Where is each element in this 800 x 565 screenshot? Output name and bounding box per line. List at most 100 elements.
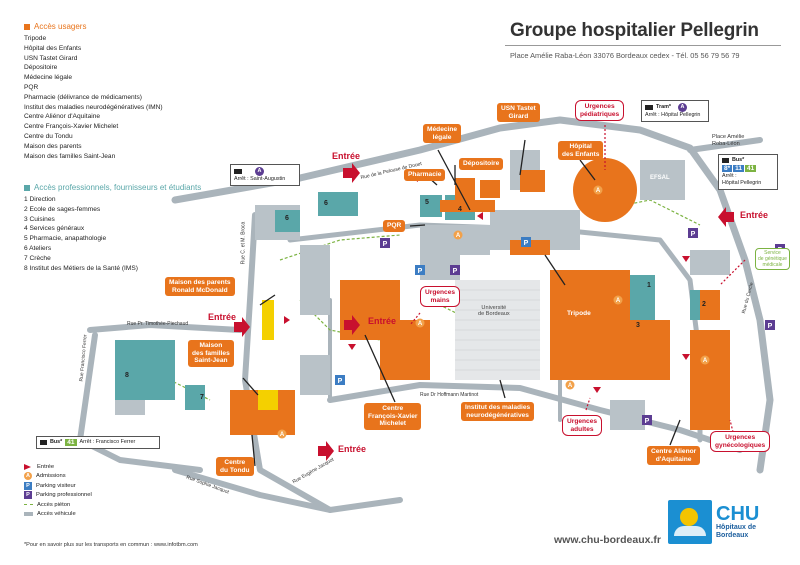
tram-box-top: Tram* A Arrêt : Hôpital Pellegrin <box>641 100 709 122</box>
svg-text:P: P <box>383 241 388 248</box>
svg-text:P: P <box>338 378 343 385</box>
svg-text:A: A <box>568 383 573 389</box>
label-usn[interactable]: USN Tastet Girard <box>497 103 540 123</box>
label-genetique: Service de génétique médicale <box>755 248 790 270</box>
line-a-icon: A <box>255 167 264 176</box>
label-pqr[interactable]: PQR <box>383 220 406 232</box>
entree-label-left: Entrée <box>208 312 237 322</box>
bus-right-stop: Arrêt : Hôpital Pellegrin <box>722 173 762 186</box>
bus-line-41: 41 <box>745 165 757 172</box>
legend-users-item: Centre François-Xavier Michelet <box>24 123 119 131</box>
number-2: 2 <box>702 301 706 308</box>
legend-vehicule: Accès véhicule <box>37 511 76 518</box>
legend-parking-visiteur: Parking visiteur <box>36 482 76 489</box>
label-tondu[interactable]: Centre du Tondu <box>216 457 254 477</box>
bus-icon <box>722 158 729 163</box>
legend-users-item: Institut des maladies neurodégénératives… <box>24 103 163 111</box>
legend-users-item: Centre Aliénor d'Aquitaine <box>24 113 101 121</box>
legend-users-heading: Accès usagers <box>34 22 87 31</box>
svg-text:A: A <box>616 298 621 304</box>
tram-label: Tram* <box>656 104 671 110</box>
svg-text:A: A <box>456 233 461 239</box>
legend-users-item: Maison des parents <box>24 142 82 150</box>
legend-users-item: Centre du Tondu <box>24 132 73 140</box>
label-imn[interactable]: Institut des maladies neurodégénératives <box>461 402 535 422</box>
title-rule <box>505 45 781 46</box>
bus-line-11: 11 <box>733 165 745 172</box>
label-urgences-gynecologiques[interactable]: Urgences gynécologiques <box>710 431 771 453</box>
label-urgences-mains[interactable]: Urgences mains <box>420 286 461 308</box>
entree-arrow-icon <box>24 463 31 470</box>
label-fxm[interactable]: Centre François-Xavier Michelet <box>364 403 422 430</box>
label-medecine-legale[interactable]: Médecine légale <box>423 124 462 144</box>
number-7: 7 <box>200 394 204 401</box>
label-tripode[interactable]: Tripode <box>563 308 595 320</box>
road-ferrer <box>77 332 203 473</box>
legend-pro-item: 2 Ecole de sages-femmes <box>24 205 101 213</box>
website-link[interactable]: www.chu-bordeaux.fr <box>554 534 661 546</box>
legend-pro-item: 7 Crèche <box>24 254 51 262</box>
vehicle-bar-icon <box>24 512 33 517</box>
bus-icon <box>40 440 47 445</box>
road-jacquot <box>172 467 403 513</box>
red-leader-lines <box>409 125 746 441</box>
legend-pro: Accès professionnels, fournisseurs et ét… <box>24 183 244 273</box>
label-urgences-pediatriques[interactable]: Urgences pédiatriques <box>575 100 625 122</box>
label-efsal: EFSAL <box>650 175 670 181</box>
chu-logo: CHU Hôpitaux de Bordeaux <box>668 500 759 544</box>
label-universite: Université de Bordeaux <box>478 305 510 317</box>
legend-pro-item: 1 Direction <box>24 196 56 203</box>
legend-pro-heading: Accès professionnels, fournisseurs et ét… <box>34 183 202 192</box>
svg-text:P: P <box>691 231 696 238</box>
bus-label: Bus* <box>732 157 745 163</box>
entree-label-top: Entrée <box>332 151 361 161</box>
road-north <box>171 116 774 474</box>
number-3: 3 <box>636 322 640 329</box>
parking-pro-icon: P <box>24 491 32 500</box>
road-label-broca: Rue C. et M. Broca <box>240 221 247 265</box>
parking-visitor-icon: P <box>24 481 32 490</box>
legend-admissions: Admissions <box>36 473 66 480</box>
label-urgences-adultes[interactable]: Urgences adultes <box>562 415 603 437</box>
label-pharmacie[interactable]: Pharmacie <box>404 169 446 181</box>
bus-left-stop: Arrêt : Francisco Ferrer <box>79 439 136 445</box>
tram-left-stop: Arrêt : Saint-Augustin <box>234 176 286 182</box>
legend-users-item: Maison des familles Saint-Jean <box>24 152 116 160</box>
chu-emblem-icon <box>668 500 712 544</box>
legend-users-item: Pharmacie (délivrance de médicaments) <box>24 93 143 101</box>
legend-pieton: Accès piéton <box>37 501 71 508</box>
label-maison-familles[interactable]: Maison des familles Saint-Jean <box>188 340 234 367</box>
tram-stop: Arrêt : Hôpital Pellegrin <box>645 112 701 118</box>
road-southwest <box>87 322 243 333</box>
legend-users-item: Tripode <box>24 35 47 42</box>
entree-label-bottom: Entrée <box>338 444 367 454</box>
legend-users-item: PQR <box>24 83 39 91</box>
chu-logo-text: CHU <box>716 503 760 525</box>
number-4: 4 <box>458 206 462 213</box>
legend-pro-item: 6 Ateliers <box>24 244 52 252</box>
legend-users-item: Médecine légale <box>24 74 73 82</box>
bus-line-41: 41 <box>65 439 77 446</box>
address: Place Amélie Raba-Léon 33076 Bordeaux ce… <box>510 51 740 60</box>
teal-square-icon <box>24 184 30 191</box>
legend-pro-item: 4 Services généraux <box>24 225 85 233</box>
label-hopital-enfants[interactable]: Hôpital des Enfants <box>558 141 604 161</box>
line-a-icon: A <box>677 103 687 112</box>
label-maison-parents[interactable]: Maison des parents Ronald McDonald <box>165 277 235 297</box>
label-depositoire[interactable]: Dépositoire <box>459 158 504 170</box>
svg-text:A: A <box>703 358 708 364</box>
number-5: 5 <box>425 199 429 206</box>
pedestrian-dash-icon <box>24 504 33 506</box>
entree-label-mid: Entrée <box>368 316 397 326</box>
number-6-right: 6 <box>324 200 328 207</box>
label-alienor[interactable]: Centre Alienor d'Aquitaine <box>647 446 701 466</box>
number-6-left: 6 <box>285 215 289 222</box>
entree-arrows <box>234 163 734 461</box>
bus-box-right: Bus* 8* 11 41 Arrêt : Hôpital Pellegrin <box>718 154 778 190</box>
admission-icons: A A A A A A A <box>277 185 710 439</box>
svg-text:P: P <box>768 323 773 330</box>
